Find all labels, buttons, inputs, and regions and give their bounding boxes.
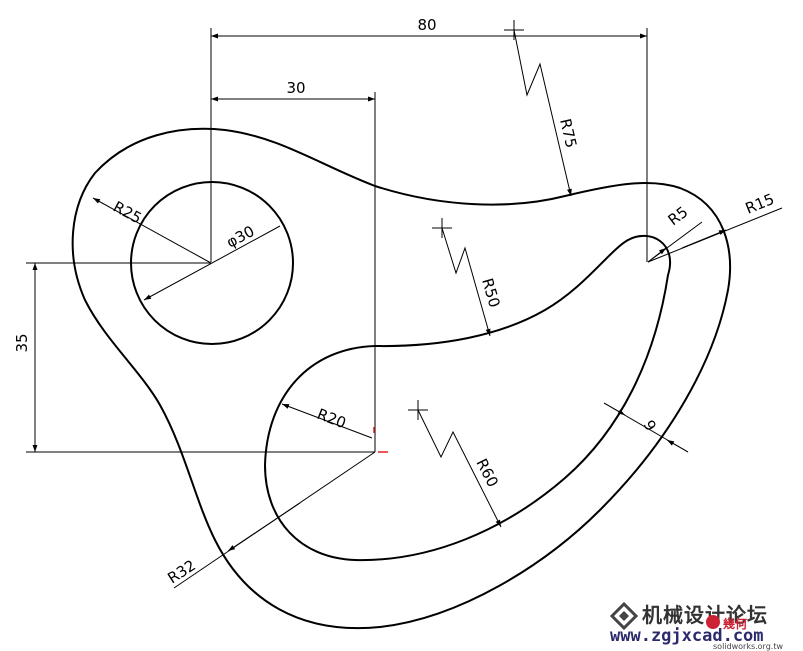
dim-arrow-9-a xyxy=(603,402,626,416)
inner-slot-profile xyxy=(264,234,671,562)
watermark-logo-text: 幾何 xyxy=(723,616,747,631)
dim-text-r25: R25 xyxy=(110,198,145,228)
jog-leader-r60 xyxy=(417,409,502,528)
dim-text-r75: R75 xyxy=(556,117,580,150)
dim-text-r15: R15 xyxy=(743,190,777,218)
watermark-url: www.zgjxcad.com xyxy=(610,626,764,646)
leader-diameter-30 xyxy=(143,225,281,301)
leader-r25 xyxy=(92,197,212,264)
logo-badge-icon xyxy=(706,615,720,629)
leader-r15-tip xyxy=(681,229,727,249)
dim-text-80: 80 xyxy=(417,16,436,34)
watermark-forum-name: 机械设计论坛 xyxy=(642,603,768,627)
jog-leader-r75 xyxy=(513,29,572,197)
leader-r20 xyxy=(281,403,373,439)
dim-text-r60: R60 xyxy=(472,456,501,490)
dim-arrow-9-b xyxy=(666,439,689,453)
dim-text-r50: R50 xyxy=(478,276,503,309)
forum-logo-icon xyxy=(609,601,639,631)
watermark: 机械设计论坛 www.zgjxcad.com 幾何 solidworks.org… xyxy=(609,601,783,651)
jog-leader-r50 xyxy=(441,227,491,337)
dim-text-r5: R5 xyxy=(665,203,692,229)
dim-text-35: 35 xyxy=(13,333,31,352)
leader-r5-tip xyxy=(647,247,667,263)
dim-text-9: 9 xyxy=(640,417,660,434)
dim-text-30: 30 xyxy=(286,79,305,97)
watermark-sub-url: solidworks.org.tw xyxy=(713,642,783,651)
outer-profile xyxy=(71,127,731,630)
leader-r32-tip xyxy=(227,502,301,552)
dim-text-r20: R20 xyxy=(315,405,349,432)
